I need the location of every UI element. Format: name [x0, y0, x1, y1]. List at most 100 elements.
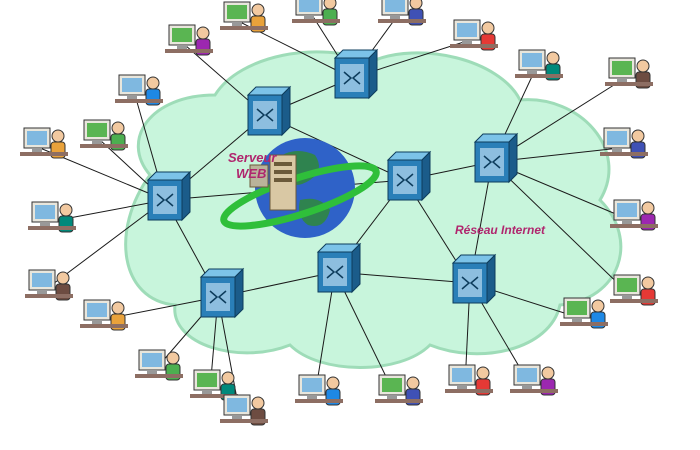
monitor-screen: [522, 53, 542, 67]
man-with-fan-at-pc-icon: [20, 127, 68, 159]
monitor-stand: [32, 148, 42, 152]
man-in-sunglasses-with-laptop-icon: [190, 369, 238, 401]
server-label-line2: WEB: [236, 166, 266, 181]
router-icon: [473, 132, 519, 184]
monitor-stand: [37, 290, 47, 294]
pig-in-circle-icon: [510, 364, 558, 396]
monitor-stand: [522, 385, 532, 389]
router-icon: [246, 85, 292, 137]
monitor-screen: [142, 353, 162, 367]
monitor-screen: [197, 373, 217, 387]
monitor-stand: [387, 395, 397, 399]
router-side: [368, 48, 378, 100]
monitor-stand: [202, 390, 212, 394]
person-head: [409, 0, 423, 10]
man-with-bottle-at-computer-icon: [220, 1, 268, 33]
person-head: [251, 396, 265, 410]
monitor-screen: [299, 0, 319, 12]
router-icon: [386, 150, 432, 202]
monitor-screen: [227, 5, 247, 19]
peripheral-link: [491, 161, 631, 296]
router-side: [181, 170, 191, 222]
router-arrows: [483, 155, 501, 169]
monitor-stand: [92, 320, 102, 324]
person-head: [476, 366, 490, 380]
router-arrows: [343, 71, 361, 85]
person-head: [221, 371, 235, 385]
desk-shape: [445, 389, 493, 393]
router-arrows: [156, 193, 174, 207]
crowd-globe-icon: [375, 374, 423, 406]
person-head: [406, 376, 420, 390]
monitor-screen: [385, 0, 405, 12]
router-side: [421, 150, 431, 202]
penguin-with-laptop-icon: [450, 19, 498, 51]
router-side: [351, 242, 361, 294]
person-head: [636, 59, 650, 73]
monitor-stand: [147, 370, 157, 374]
monitor-stand: [572, 318, 582, 322]
monitor-screen: [302, 378, 322, 392]
person-head: [196, 26, 210, 40]
desk-shape: [80, 324, 128, 328]
desk-shape: [610, 224, 658, 228]
desk-shape: [560, 322, 608, 326]
monitor-screen: [612, 61, 632, 75]
monitor-screen: [452, 368, 472, 382]
monitor-stand: [617, 78, 627, 82]
server-tower-slot: [274, 162, 292, 166]
server-tower-slot: [274, 170, 292, 174]
man-shouting-at-monitor-icon: [80, 119, 128, 151]
woman-at-monitor-icon: [378, 0, 426, 26]
desk-shape: [135, 374, 183, 378]
desk-shape: [295, 399, 343, 403]
monitor-stand: [232, 415, 242, 419]
desk-shape: [510, 389, 558, 393]
router-icon: [146, 170, 192, 222]
man-at-red-computer-icon: [445, 364, 493, 396]
desk-shape: [220, 26, 268, 30]
bearded-man-at-computer-icon: [25, 269, 73, 301]
person-head: [111, 301, 125, 315]
monitor-screen: [517, 368, 537, 382]
person-head: [631, 129, 645, 143]
desk-shape: [610, 299, 658, 303]
desk-shape: [80, 144, 128, 148]
router-icon: [199, 267, 245, 319]
internet-cloud: [124, 50, 623, 369]
router-side: [234, 267, 244, 319]
laptop-user-outdoors-icon: [135, 349, 183, 381]
monitor-stand: [612, 148, 622, 152]
monitor-screen: [607, 131, 627, 145]
desk-shape: [20, 152, 68, 156]
monitor-screen: [122, 78, 142, 92]
desk-shape: [600, 152, 648, 156]
router-arrows: [396, 173, 414, 187]
monitor-screen: [617, 203, 637, 217]
person-head: [641, 201, 655, 215]
network-nodes: [146, 48, 519, 319]
router-side: [281, 85, 291, 137]
monitor-screen: [617, 278, 637, 292]
network-label: Réseau Internet: [455, 223, 546, 237]
desk-shape: [450, 44, 498, 48]
woman-at-desk-icon: [115, 74, 163, 106]
person-head: [641, 276, 655, 290]
monitor-stand: [622, 295, 632, 299]
router-arrows: [326, 265, 344, 279]
monitor-stand: [127, 95, 137, 99]
green-screen-computer-icon: [292, 0, 340, 26]
monitor-stand: [92, 140, 102, 144]
desk-shape: [165, 49, 213, 53]
desk-shape: [25, 294, 73, 298]
person-seen-from-behind-at-pc-icon: [295, 374, 343, 406]
person-head: [111, 121, 125, 135]
server-monitor-icon: [249, 164, 269, 188]
person-head: [326, 376, 340, 390]
monitor-screen: [27, 131, 47, 145]
kids-at-computers-icon: [560, 297, 608, 329]
monitor-stand: [232, 22, 242, 26]
monitor-screen: [87, 123, 107, 137]
person-typing-email-icon: [600, 127, 648, 159]
